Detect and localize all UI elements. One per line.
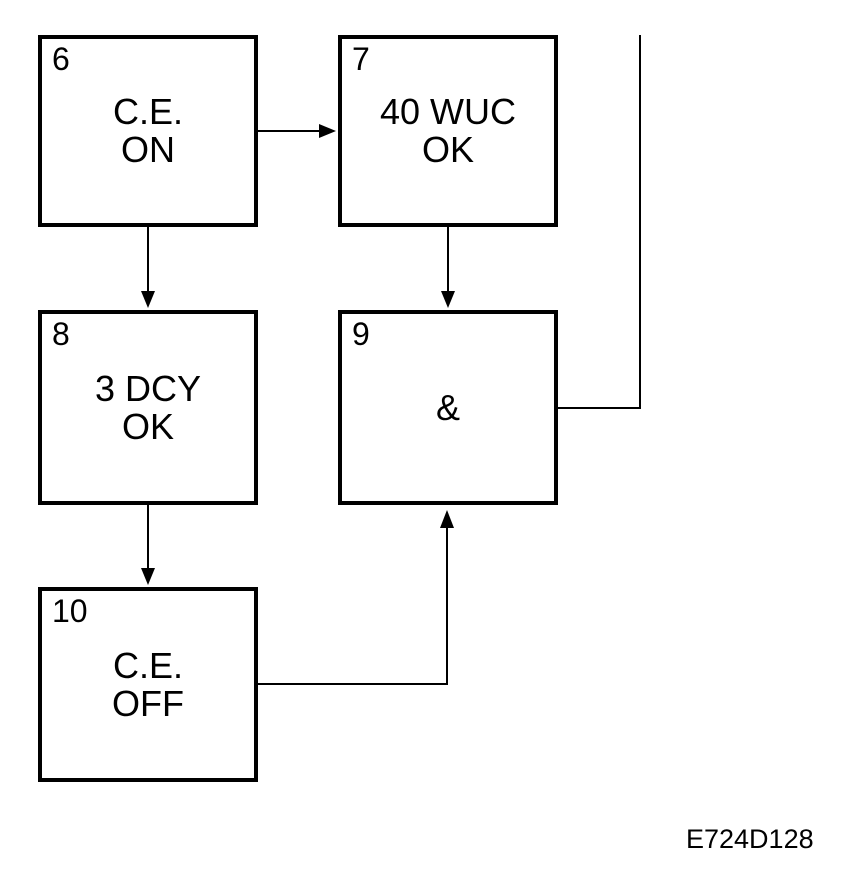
arrowhead-6-to-7 — [319, 124, 336, 138]
block-label: & — [342, 386, 554, 428]
block-ce-off: 10 C.E. OFF — [38, 587, 258, 782]
block-label-line-1: 40 WUC — [379, 91, 517, 132]
line-9-to-top — [558, 35, 641, 409]
arrow-10-to-9 — [258, 526, 448, 685]
block-number: 6 — [52, 41, 70, 77]
block-label-line-2: OK — [121, 405, 174, 447]
block-label-line-2: OFF — [112, 682, 184, 724]
block-and-gate: 9 & — [338, 310, 558, 505]
block-label: 40 WUC OK — [342, 93, 554, 169]
block-label-line-2: OK — [421, 129, 474, 170]
block-number: 10 — [52, 593, 88, 629]
block-label-line-1: C.E. — [112, 91, 183, 132]
block-label: C.E. ON — [42, 93, 254, 169]
arrowhead-8-to-10 — [141, 568, 155, 585]
block-ce-on: 6 C.E. ON — [38, 35, 258, 227]
block-label: C.E. OFF — [42, 644, 254, 724]
block-number: 9 — [352, 316, 370, 352]
arrowhead-6-to-8 — [141, 291, 155, 308]
arrowhead-10-to-9 — [440, 510, 454, 528]
block-label-line-1: 3 DCY — [94, 367, 202, 409]
block-label-line-1: C.E. — [112, 644, 183, 686]
block-number: 8 — [52, 316, 70, 352]
block-label: 3 DCY OK — [42, 367, 254, 447]
block-number: 7 — [352, 41, 370, 77]
arrowhead-7-to-9 — [441, 291, 455, 308]
block-label-line-1: & — [435, 386, 460, 428]
block-3-dcy-ok: 8 3 DCY OK — [38, 310, 258, 505]
block-40-wuc-ok: 7 40 WUC OK — [338, 35, 558, 227]
block-label-line-2: ON — [121, 129, 175, 170]
figure-id: E724D128 — [686, 824, 814, 854]
